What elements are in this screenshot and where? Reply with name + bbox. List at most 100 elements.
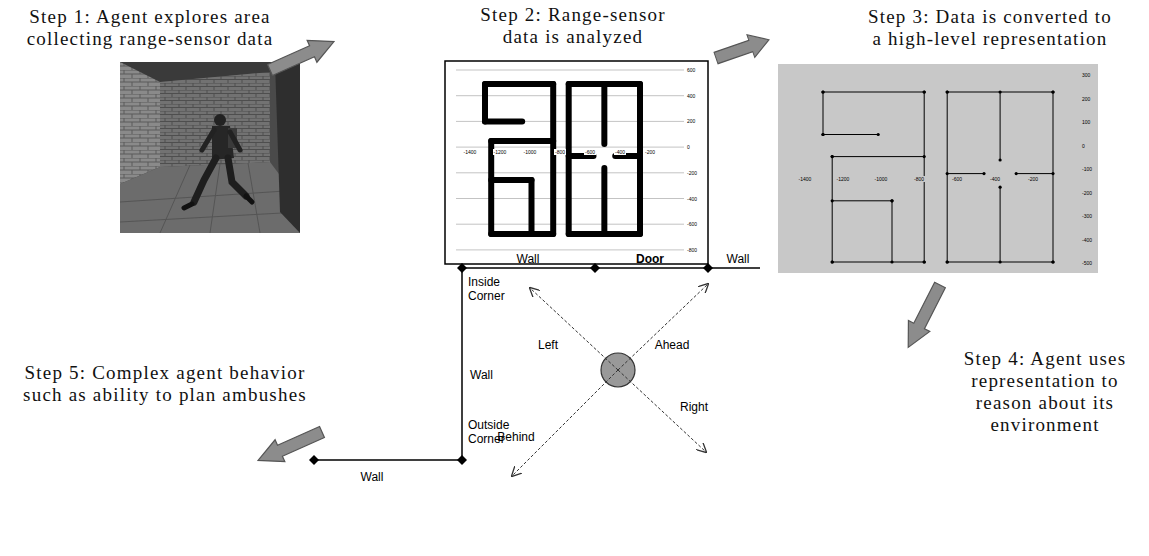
wall-segment [1053, 92, 1054, 262]
segment-endpoint [946, 90, 949, 93]
sensor-trace [491, 138, 553, 144]
axis-tick-label: 0 [1082, 143, 1086, 149]
wall-label: Wall [470, 368, 494, 382]
block-arrows [253, 28, 951, 471]
sensor-trace [601, 168, 607, 234]
segment-endpoint [946, 90, 949, 93]
segment-endpoint [890, 199, 893, 202]
axis-tick-label: 600 [687, 67, 697, 73]
segment-endpoint [1051, 260, 1054, 263]
wall-lines [314, 268, 760, 460]
segment-endpoint [1051, 90, 1054, 93]
axis-tick-label: -500 [1082, 260, 1094, 266]
door-label: Door [636, 252, 665, 266]
segment-endpoint [1051, 90, 1054, 93]
axis-tick-label: -600 [951, 176, 963, 182]
axis-tick-label: 400 [687, 93, 697, 99]
wall-segment [832, 156, 924, 157]
diamond-marker [703, 263, 713, 273]
segment-endpoint [831, 199, 834, 202]
wall-segment [1000, 92, 1001, 160]
segment-endpoint [946, 260, 949, 263]
axis-tick-label: -400 [687, 196, 699, 202]
segment-endpoint [831, 155, 834, 158]
step-caption: Step 5: Complex agent behavior such as a… [22, 362, 309, 406]
corner-label: Inside Corner [468, 275, 506, 303]
axis-tick-label: -200 [1027, 176, 1039, 182]
axis-tick-label: -1200 [836, 176, 850, 182]
segment-endpoint [831, 260, 834, 263]
axis-tick-label: -200 [644, 149, 656, 155]
segment-endpoint [923, 260, 926, 263]
segment-endpoint [982, 172, 985, 175]
sensor-trace [482, 84, 488, 122]
wall-label: Wall [360, 470, 384, 484]
axis-tick-label: -200 [687, 170, 699, 176]
soldier-figure [184, 114, 252, 208]
axis-tick-label: -800 [913, 176, 925, 182]
segment-endpoint [831, 260, 834, 263]
segment-endpoint [821, 90, 824, 93]
direction-arrow [618, 284, 708, 370]
step-caption: Step 2: Range-sensor data is analyzed [480, 4, 667, 48]
wall-segment [1016, 173, 1053, 174]
sensor-trace [529, 180, 535, 234]
gridline [456, 70, 684, 71]
wall-segment [832, 262, 924, 263]
wall-label: Wall [516, 252, 540, 266]
segment-endpoint [946, 172, 949, 175]
segment-endpoint [999, 90, 1002, 93]
segment-endpoint [821, 133, 824, 136]
sensor-trace [491, 231, 553, 237]
segment-endpoint [1015, 172, 1018, 175]
axis-tick-label: -1000 [523, 149, 537, 155]
sensor-trace [550, 84, 556, 234]
segment-endpoint [821, 90, 824, 93]
axis-tick-label: -400 [989, 176, 1001, 182]
sensor-trace [601, 84, 607, 144]
screenshot-left-wall [120, 62, 160, 184]
chart-gridlines [456, 70, 684, 250]
screenshot-back-wall [160, 72, 270, 167]
gridline [456, 249, 684, 250]
diamond-marker [590, 263, 600, 273]
segment-endpoint [999, 158, 1002, 161]
screenshot-ground [120, 62, 300, 233]
map-ground [778, 64, 1098, 273]
sensor-trace [485, 81, 553, 87]
wall-segment-map [821, 90, 1054, 263]
segment-endpoint [923, 90, 926, 93]
corner-markers [309, 263, 713, 465]
segment-endpoint [923, 90, 926, 93]
axis-tick-label: 300 [1082, 72, 1092, 78]
axis-tick-label: 200 [687, 118, 697, 124]
axis-tick-label: -1000 [874, 176, 888, 182]
direction-arrows [512, 284, 708, 476]
diamond-marker [457, 263, 467, 273]
axis-tick-label: -800 [554, 149, 566, 155]
wall-segment [892, 201, 893, 262]
axis-tick-label: -800 [687, 247, 699, 253]
diamond-marker [309, 455, 319, 465]
diamond-marker [457, 455, 467, 465]
axis-tick-label: 200 [1082, 96, 1092, 102]
segment-endpoint [1051, 172, 1054, 175]
direction-label: Behind [497, 430, 536, 444]
segment-endpoint [890, 199, 893, 202]
axis-tick-label: -1400 [798, 176, 812, 182]
segment-endpoint [1051, 260, 1054, 263]
segment-endpoint [821, 133, 824, 136]
block-arrow [253, 421, 327, 471]
wall-segment [947, 92, 948, 262]
axis-tick-label: -600 [584, 149, 596, 155]
step-caption: Step 3: Data is converted to a high-leve… [867, 6, 1113, 50]
sensor-trace [491, 177, 531, 183]
segment-endpoint [999, 260, 1002, 263]
axis-tick-label: -600 [687, 221, 699, 227]
wall-segment [832, 157, 833, 262]
block-arrow [898, 280, 951, 353]
sensor-point-plot [485, 84, 640, 234]
direction-label: Left [537, 338, 559, 352]
axis-tick-label: -100 [1082, 166, 1094, 172]
range-sensor-chart [445, 61, 708, 264]
